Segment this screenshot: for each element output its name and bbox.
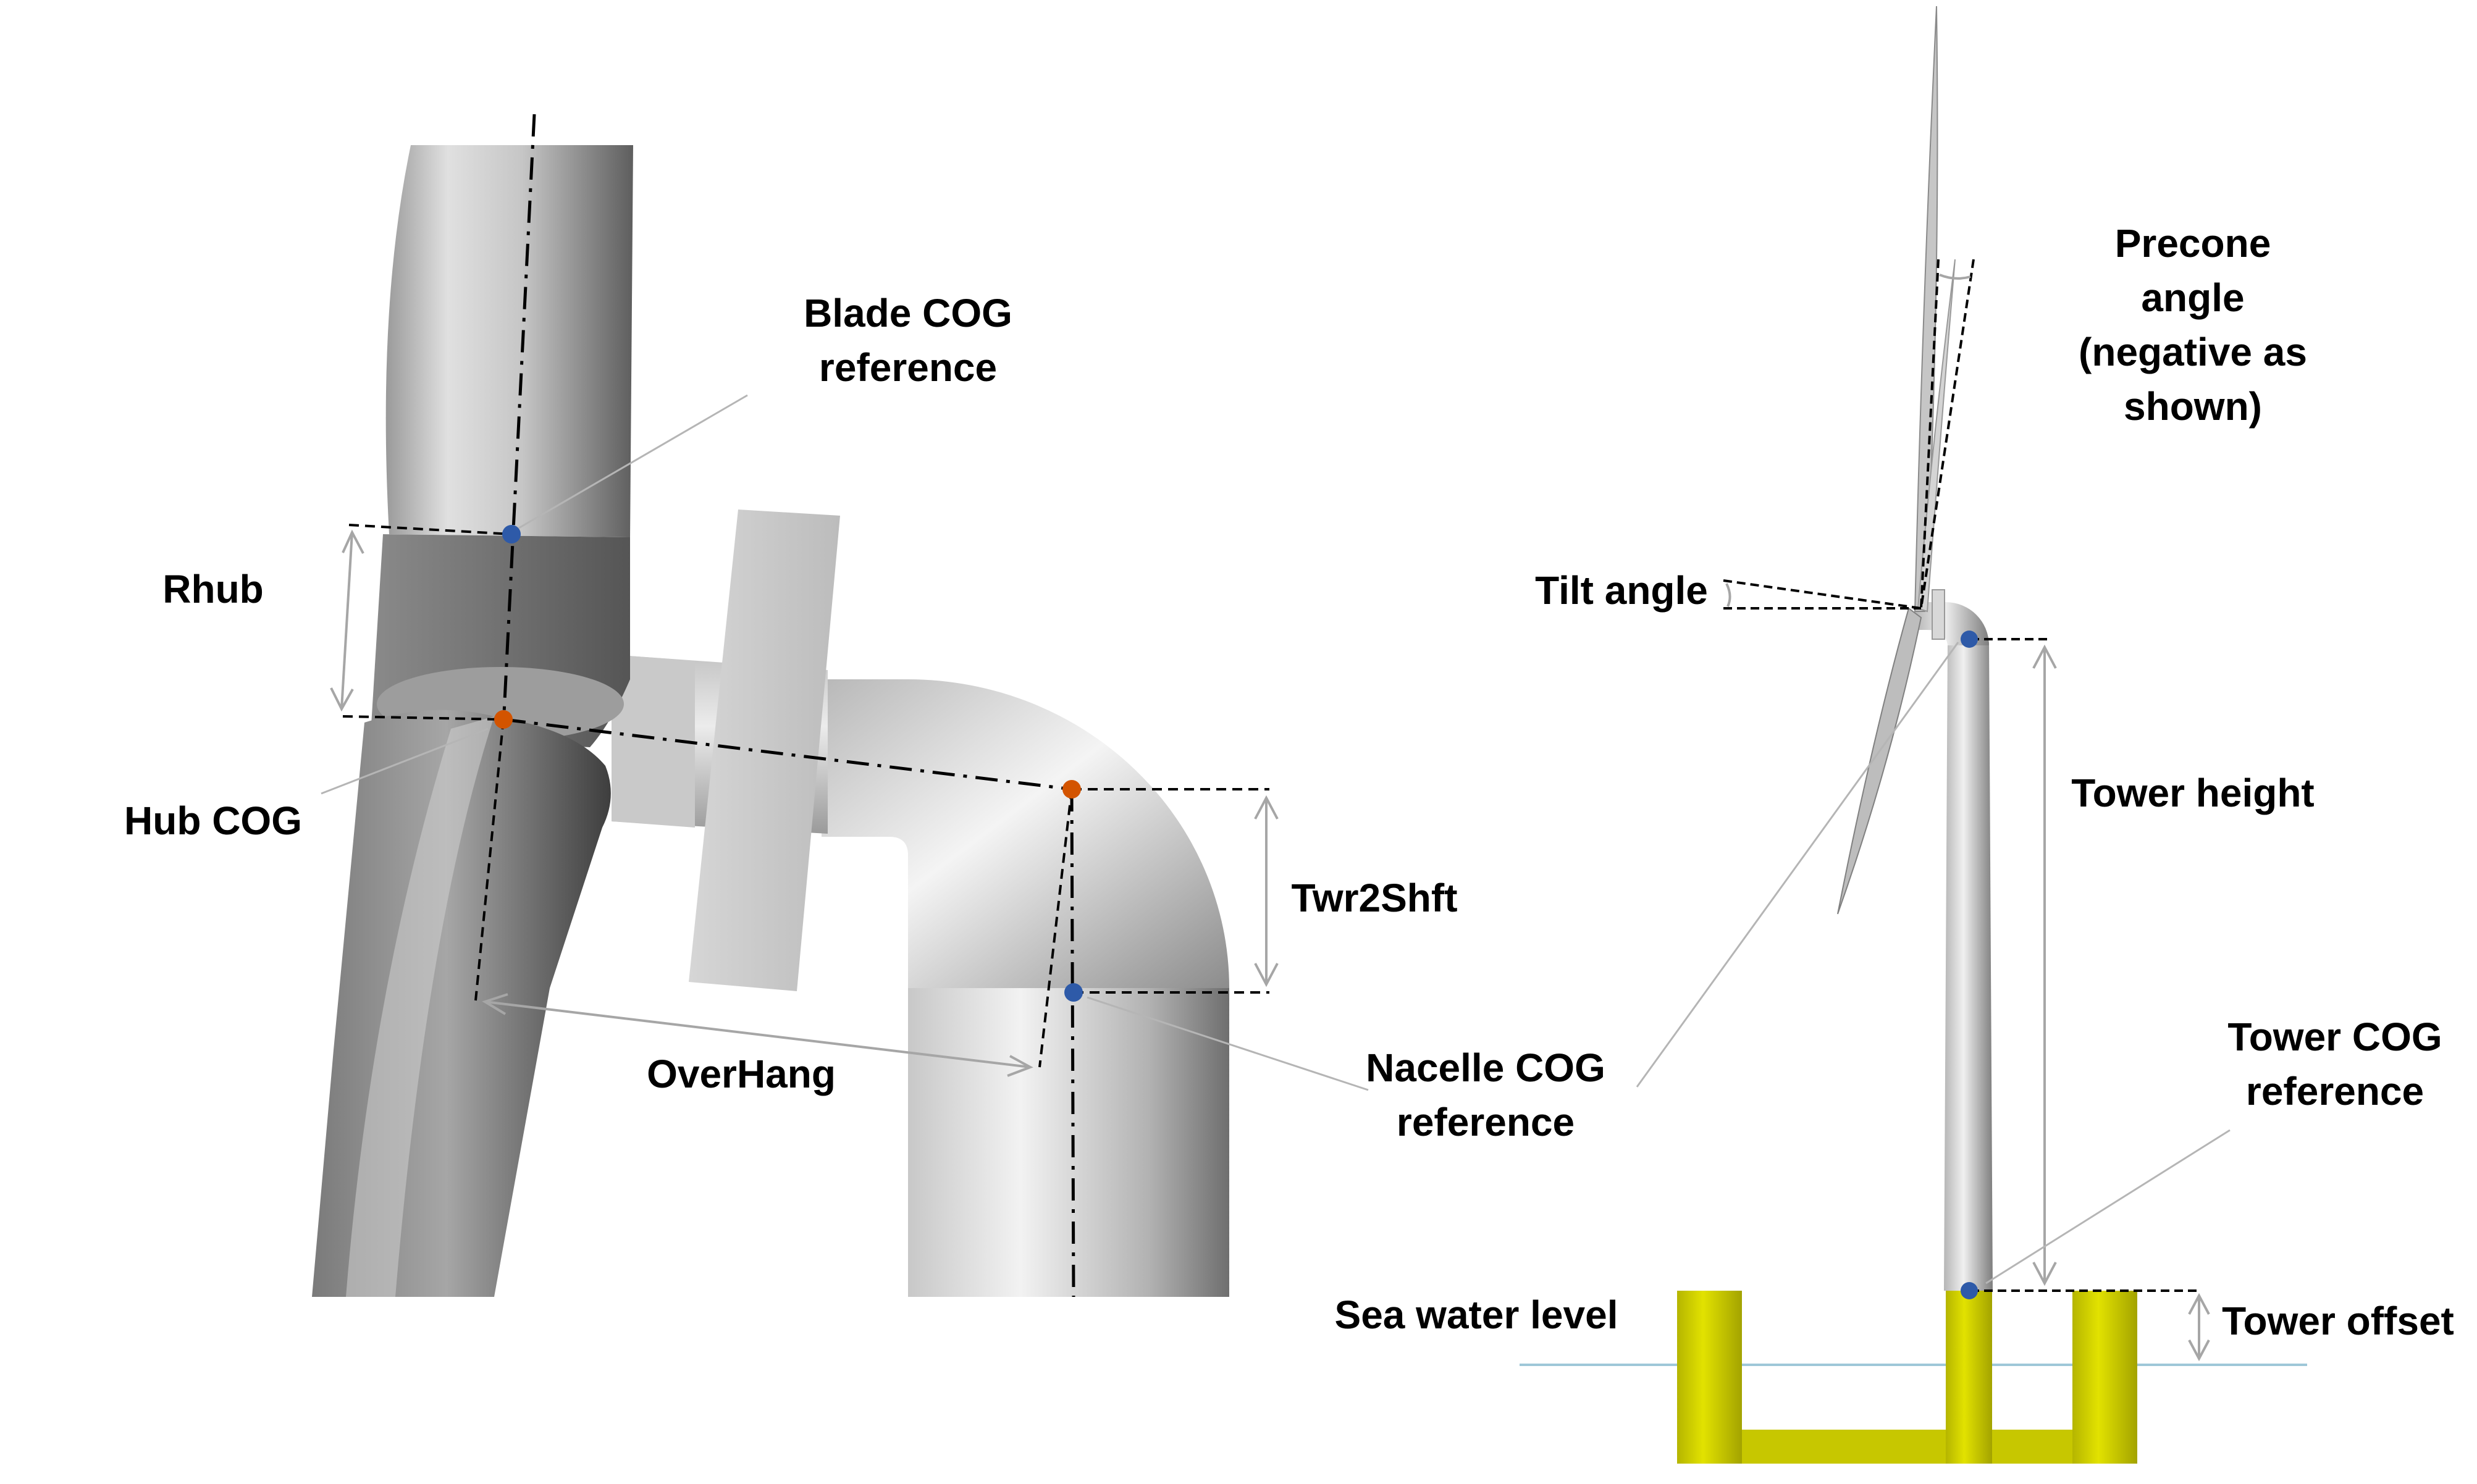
tower-cog-point xyxy=(1961,1282,1978,1299)
precone-line-b xyxy=(1920,259,1975,609)
twr2shft-head-top xyxy=(1254,795,1279,820)
tower-offset-head-bottom xyxy=(2188,1339,2210,1362)
blade-cog-point xyxy=(502,525,521,543)
blade-cog-label-line1: Blade COG xyxy=(804,291,1012,335)
tilt-angle-label: Tilt angle xyxy=(1535,568,1708,613)
precone-label-line4: shown) xyxy=(2124,384,2262,429)
blade-cog-label-line2: reference xyxy=(818,345,998,390)
tower-cog-label: Tower COG reference xyxy=(2199,1010,2471,1118)
turbine-blade-up xyxy=(1914,6,1938,612)
rhub-ref-top xyxy=(348,524,512,535)
tilt-line-a xyxy=(1723,579,1922,610)
tower-offset-head-top xyxy=(2188,1293,2210,1315)
rhub-ref-bottom xyxy=(342,715,504,721)
turbine-hub-flange xyxy=(1932,589,1945,640)
nacelle-cog-label: Nacelle COG reference xyxy=(1337,1041,1634,1149)
tower-height-head-top xyxy=(2032,644,2057,669)
tower-offset-label: Tower offset xyxy=(2222,1299,2454,1343)
tower-height-head-bottom xyxy=(2032,1262,2057,1286)
overhang-vertical xyxy=(1038,789,1073,1068)
nacelle-cog-point xyxy=(1064,983,1083,1002)
nacelle-cog-leader xyxy=(1087,996,1369,1091)
precone-label-line3: (negative as xyxy=(2079,330,2307,374)
tower-axis xyxy=(1070,789,1075,1297)
twr2shft-head-bottom xyxy=(1254,963,1279,987)
overhang-arrow xyxy=(484,1000,1031,1068)
turbine-tower xyxy=(1944,642,1993,1291)
tower-height-label: Tower height xyxy=(2071,771,2315,815)
blade-axis xyxy=(502,114,536,726)
overhang-head-right xyxy=(1007,1055,1033,1077)
hub-cog-point xyxy=(494,710,513,729)
nacelle-elbow xyxy=(822,679,1229,988)
shaft-axis xyxy=(503,718,1072,791)
rhub-arrow xyxy=(340,532,353,710)
rhub-head-top xyxy=(342,529,364,554)
tower-top-point xyxy=(1961,631,1978,648)
hub-cog-label: Hub COG xyxy=(124,799,302,843)
shaft-collar xyxy=(612,655,695,828)
precone-label: Precone angle (negative as shown) xyxy=(2057,216,2329,434)
overhang-head-left xyxy=(482,993,508,1015)
precone-line-a xyxy=(1920,259,1940,609)
blade-cog-label: Blade COG reference xyxy=(778,286,1038,395)
precone-label-line2: angle xyxy=(2141,275,2245,320)
floating-platform xyxy=(1677,1291,2137,1464)
nacelle-cog-label-line2: reference xyxy=(1396,1100,1575,1144)
tower-cog-label-line1: Tower COG xyxy=(2227,1015,2442,1059)
hub-cog-leader xyxy=(321,727,489,795)
overhang-label: OverHang xyxy=(647,1052,836,1096)
tower-cog-label-line2: reference xyxy=(2245,1069,2424,1113)
rhub-label: Rhub xyxy=(162,567,264,611)
turbine-blade-down xyxy=(1837,607,1922,915)
shaft-tower-point xyxy=(1062,780,1081,799)
blade-edge xyxy=(346,716,494,1297)
turbine-overview xyxy=(1520,6,2307,1464)
twr2shft-label: Twr2Shft xyxy=(1291,876,1458,920)
blade-cog-leader xyxy=(518,394,748,529)
nacelle-closeup xyxy=(312,114,1369,1297)
rhub-head-bottom xyxy=(330,687,354,712)
turbine-nacelle-leader xyxy=(1636,642,1959,1088)
nacelle-cog-label-line1: Nacelle COG xyxy=(1366,1046,1605,1090)
sea-water-level-label: Sea water level xyxy=(1334,1293,1618,1337)
tower-segment xyxy=(908,988,1229,1297)
tilt-arc xyxy=(1725,583,1731,607)
tower-cog-leader xyxy=(1985,1129,2231,1285)
upper-blade xyxy=(385,145,633,537)
precone-label-line1: Precone xyxy=(2114,221,2271,266)
precone-arc xyxy=(1939,274,1971,280)
